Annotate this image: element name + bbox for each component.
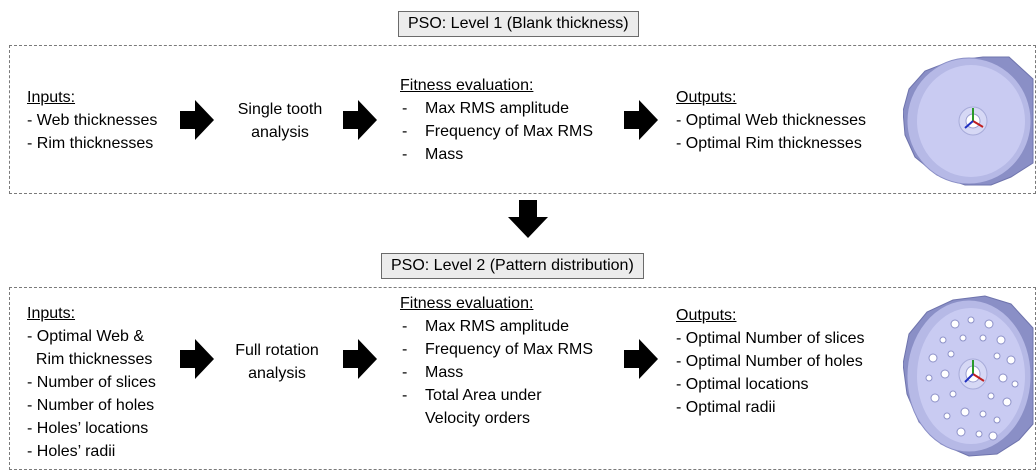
level1-fitness-heading: Fitness evaluation: [400,77,534,94]
level2-analysis-line2: analysis [248,365,306,382]
level2-output: - Optimal locations [676,376,809,393]
fitness-text: Max RMS amplitude [425,100,570,117]
fitness-text: Frequency of Max RMS [425,123,594,140]
level1-input-rim: - Rim thicknesses [27,135,154,152]
level2-fitness-item: -Total Area under [400,384,593,407]
level2-fitness-item: -Mass [400,361,593,384]
level1-inputs: Inputs: - Web thicknesses - Rim thicknes… [27,86,157,155]
level2-arrow-3 [624,339,658,379]
level2-outputs: Outputs: - Optimal Number of slices - Op… [676,304,865,419]
bullet-dash: - [402,318,408,335]
gear-blank-image [903,56,1034,186]
level2-input: - Holes’ radii [27,443,116,460]
level2-fitness: Fitness evaluation: -Max RMS amplitude -… [400,292,593,430]
level2-fitness-item: -Frequency of Max RMS [400,338,593,361]
level2-outputs-heading: Outputs: [676,307,737,324]
level1-fitness-item: -Max RMS amplitude [400,97,593,120]
bullet-dash: - [402,364,408,381]
level1-analysis: Single tooth analysis [229,98,331,144]
level1-output-rim: - Optimal Rim thicknesses [676,135,862,152]
level1-fitness-item: -Mass [400,143,593,166]
level2-input: Rim thicknesses [27,351,153,368]
level1-arrow-2 [343,100,377,140]
gear-holes-image [903,295,1034,457]
level2-output: - Optimal Number of slices [676,330,865,347]
level2-fitness-heading: Fitness evaluation: [400,295,534,312]
level2-arrow-1 [180,339,214,379]
level2-fitness-item: Velocity orders [400,407,593,430]
level2-fitness-item: -Max RMS amplitude [400,315,593,338]
level2-analysis-line1: Full rotation [235,342,319,359]
fitness-text: Mass [425,146,464,163]
level2-input: - Number of slices [27,374,156,391]
level1-inputs-heading: Inputs: [27,89,76,106]
level1-fitness: Fitness evaluation: -Max RMS amplitude -… [400,74,593,166]
level2-inputs: Inputs: - Optimal Web & Rim thicknesses … [27,302,156,463]
level2-input: - Holes’ locations [27,420,149,437]
level1-arrow-3 [624,100,658,140]
bullet-dash: - [402,123,408,140]
level1-arrow-1 [180,100,214,140]
level1-title: PSO: Level 1 (Blank thickness) [398,11,639,37]
bullet-dash: - [402,100,408,117]
level2-inputs-heading: Inputs: [27,305,76,322]
fitness-text: Frequency of Max RMS [425,341,594,358]
fitness-text: Max RMS amplitude [425,318,570,335]
level1-output-web: - Optimal Web thicknesses [676,112,866,129]
level2-arrow-2 [343,339,377,379]
bullet-dash: - [402,146,408,163]
level1-fitness-item: -Frequency of Max RMS [400,120,593,143]
level-connector-arrow [508,200,548,238]
fitness-text: Velocity orders [425,410,530,427]
level2-title: PSO: Level 2 (Pattern distribution) [381,253,644,279]
level2-output: - Optimal radii [676,399,776,416]
bullet-dash: - [402,341,408,358]
level1-outputs: Outputs: - Optimal Web thicknesses - Opt… [676,86,866,155]
level1-analysis-line1: Single tooth [237,101,323,118]
level1-analysis-line2: analysis [251,124,309,141]
level2-input: - Number of holes [27,397,155,414]
level2-output: - Optimal Number of holes [676,353,863,370]
fitness-text: Total Area under [425,387,542,404]
fitness-text: Mass [425,364,464,381]
level1-input-web: - Web thicknesses [27,112,158,129]
bullet-dash: - [402,387,408,404]
level2-input: - Optimal Web & [27,328,145,345]
level1-outputs-heading: Outputs: [676,89,737,106]
level2-analysis: Full rotation analysis [222,339,332,385]
